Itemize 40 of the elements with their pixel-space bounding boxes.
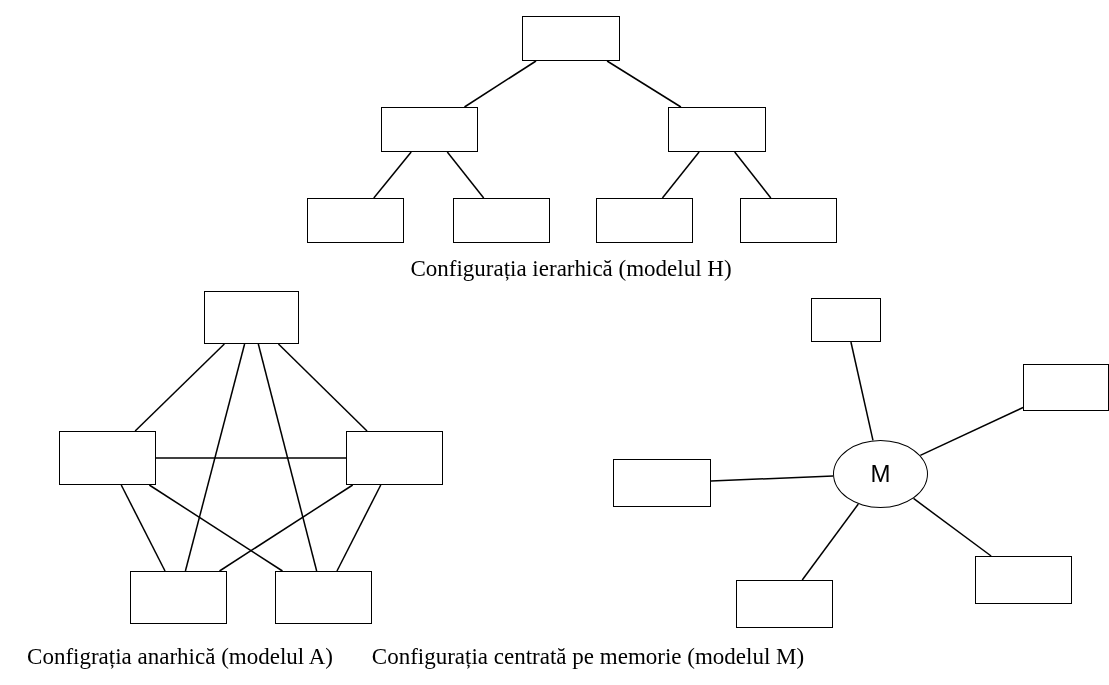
empty-box bbox=[596, 198, 693, 243]
connector-line bbox=[710, 475, 834, 482]
empty-box bbox=[613, 459, 711, 507]
diagram-caption: Configrația anarhică (modelul A) bbox=[27, 644, 333, 670]
empty-box bbox=[522, 16, 620, 61]
diagram-caption: Configurația ierarhică (modelul H) bbox=[410, 256, 732, 282]
connector-line bbox=[148, 484, 284, 572]
empty-box bbox=[130, 571, 227, 624]
connector-line bbox=[733, 151, 772, 199]
empty-box bbox=[381, 107, 478, 152]
empty-box bbox=[736, 580, 833, 628]
diagram-caption: Configurația centrată pe memorie (modelul M) bbox=[371, 644, 805, 670]
connector-line bbox=[912, 497, 992, 557]
connector-line bbox=[184, 343, 246, 572]
connector-line bbox=[155, 457, 347, 459]
empty-box bbox=[1023, 364, 1109, 411]
connector-line bbox=[850, 341, 874, 442]
connector-line bbox=[801, 503, 860, 581]
connector-line bbox=[661, 151, 700, 199]
node-label: M bbox=[870, 460, 891, 488]
connector-line bbox=[336, 484, 382, 572]
connector-line bbox=[446, 151, 485, 199]
empty-box bbox=[204, 291, 299, 344]
empty-box bbox=[275, 571, 372, 624]
empty-box bbox=[975, 556, 1072, 604]
connector-line bbox=[277, 343, 368, 432]
connector-line bbox=[463, 60, 537, 108]
empty-box bbox=[307, 198, 404, 243]
connector-line bbox=[257, 343, 318, 572]
connector-line bbox=[218, 484, 354, 572]
empty-box bbox=[346, 431, 443, 485]
connector-line bbox=[134, 343, 226, 432]
empty-box bbox=[811, 298, 881, 342]
empty-box bbox=[59, 431, 156, 485]
connector-line bbox=[373, 151, 412, 199]
connector-line bbox=[606, 60, 682, 108]
empty-box bbox=[740, 198, 837, 243]
empty-box bbox=[453, 198, 550, 243]
empty-box bbox=[668, 107, 766, 152]
connector-line bbox=[120, 484, 166, 572]
